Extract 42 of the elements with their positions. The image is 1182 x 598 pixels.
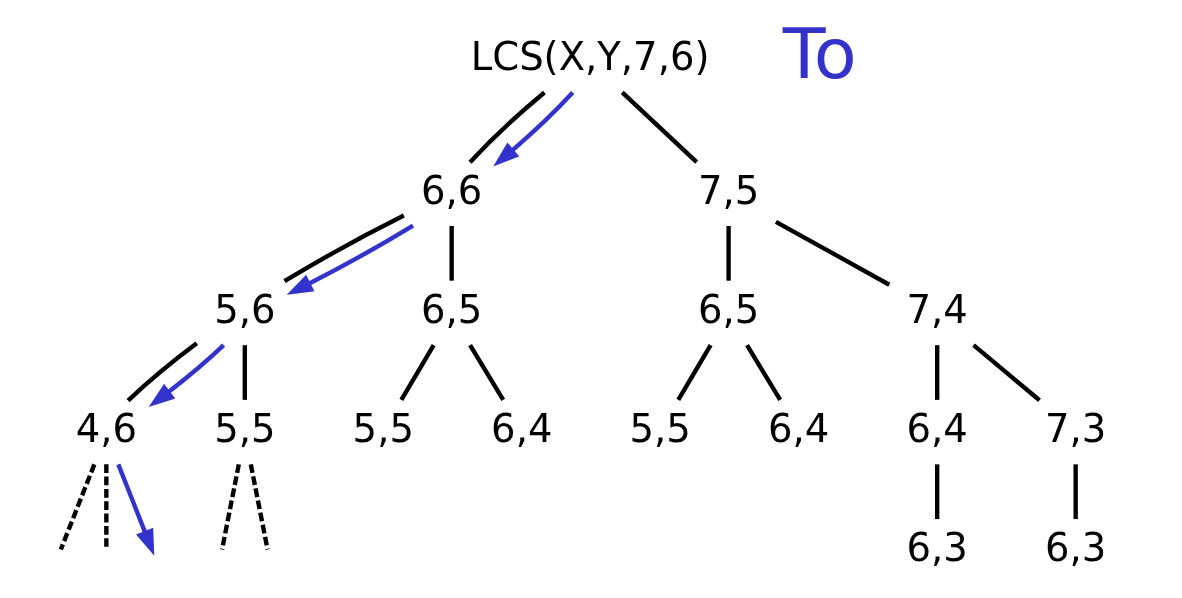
connector — [1073, 464, 1078, 520]
connector — [248, 463, 270, 550]
node-text: 6,3 — [1045, 525, 1107, 571]
node-text: 7,4 — [906, 286, 968, 332]
connector — [242, 345, 247, 400]
node-text: 6,4 — [491, 406, 553, 452]
arrow — [148, 343, 226, 407]
node-text: 6,3 — [906, 525, 968, 571]
connector — [283, 213, 405, 284]
connector — [399, 344, 436, 401]
node-text: 4,6 — [75, 406, 137, 452]
connector — [676, 344, 713, 401]
connector — [745, 344, 783, 401]
node-text: 5,5 — [629, 406, 691, 452]
node-text: 6,5 — [697, 286, 760, 332]
node-text: 5,5 — [352, 406, 414, 452]
connector — [726, 226, 731, 281]
node-text: 5,5 — [214, 406, 276, 452]
arrow — [116, 463, 155, 556]
node-text: 5,6 — [214, 286, 276, 332]
connector — [972, 343, 1041, 402]
connector — [58, 463, 97, 551]
node-text: 6,4 — [906, 406, 968, 452]
node-text: 6,6 — [420, 167, 483, 213]
connector — [774, 219, 891, 287]
node-text: 7,3 — [1045, 406, 1107, 452]
connector — [935, 464, 940, 520]
connector — [620, 90, 699, 164]
node-text: LCS(X,Y,7,6) — [470, 34, 710, 80]
node-text: 6,4 — [768, 406, 830, 452]
connector — [468, 344, 506, 401]
connector — [935, 345, 940, 400]
connector — [449, 226, 454, 281]
node-text: 6,5 — [420, 286, 483, 332]
connector — [126, 341, 199, 403]
node-text: 7,5 — [697, 167, 760, 213]
connector — [219, 463, 241, 550]
arrow — [493, 90, 575, 167]
connector — [468, 90, 546, 164]
label: To — [782, 13, 857, 96]
connector — [104, 464, 109, 550]
arrow — [286, 223, 415, 295]
